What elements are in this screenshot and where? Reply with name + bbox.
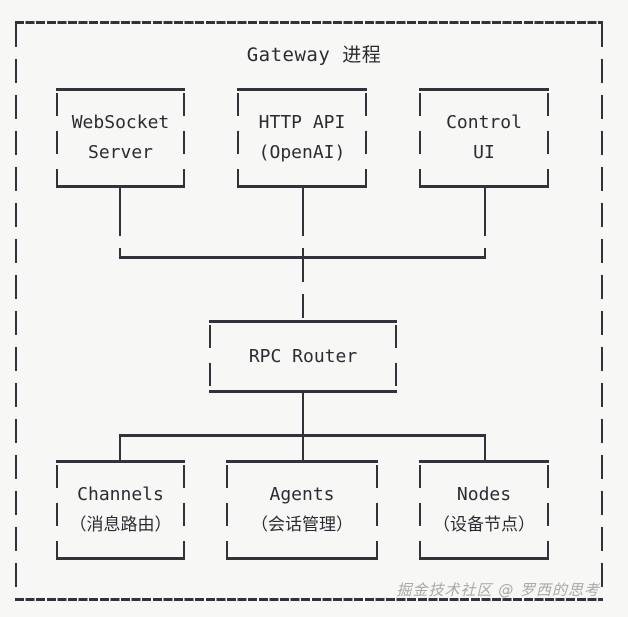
node-border-left	[419, 460, 421, 560]
connector-core-bus	[119, 434, 486, 437]
node-border-bottom	[56, 557, 185, 560]
connector-bus-to-agents	[302, 436, 304, 460]
node-border-left	[209, 320, 211, 393]
node-border-bottom	[56, 185, 185, 188]
node-channels: Channels （消息路由）	[56, 460, 185, 560]
node-label-line: RPC Router	[248, 345, 358, 367]
connector-http-api-down-dashed	[302, 212, 304, 258]
node-border-right	[183, 88, 185, 188]
outer-box-bottom-border	[15, 598, 603, 601]
gateway-process-container	[15, 21, 603, 601]
connector-interface-bus	[119, 256, 486, 259]
node-border-left	[56, 88, 58, 188]
node-border-bottom	[226, 557, 378, 560]
connector-bus-to-channels	[119, 436, 121, 460]
node-border-top	[226, 460, 378, 463]
node-border-top	[237, 88, 367, 91]
node-border-top	[419, 460, 549, 463]
node-control-ui: Control UI	[419, 88, 549, 188]
node-label-group: Channels （消息路由）	[56, 460, 185, 560]
node-websocket-server: WebSocket Server	[56, 88, 185, 188]
node-label-line: Control	[446, 112, 522, 133]
node-border-bottom	[237, 185, 367, 188]
node-border-right	[183, 460, 185, 560]
node-border-bottom	[419, 185, 549, 188]
node-border-left	[237, 88, 239, 188]
node-border-left	[419, 88, 421, 188]
watermark: 掘金技术社区 @ 罗西的思考	[396, 581, 600, 599]
outer-box-top-border	[15, 21, 603, 24]
node-label-line: UI	[473, 142, 495, 163]
node-label-line: （消息路由）	[69, 515, 172, 535]
node-label-group: Agents （会话管理）	[226, 460, 378, 560]
connector-router-down	[302, 393, 304, 435]
connector-websocket-down	[119, 188, 121, 212]
node-label-group: Control UI	[419, 88, 549, 188]
outer-box-right-border	[601, 23, 603, 599]
node-border-left	[56, 460, 58, 560]
connector-control-ui-down-dashed	[484, 212, 486, 258]
node-label-group: Nodes （设备节点）	[419, 460, 549, 560]
diagram-title: Gateway 进程	[246, 44, 382, 66]
node-label-group: RPC Router	[209, 320, 397, 393]
node-border-top	[209, 320, 397, 323]
connector-http-api-down	[302, 188, 304, 212]
node-nodes: Nodes （设备节点）	[419, 460, 549, 560]
node-border-right	[395, 320, 397, 393]
node-label-line: (OpenAI)	[258, 142, 346, 163]
node-label-line: HTTP API	[258, 112, 346, 133]
node-border-bottom	[419, 557, 549, 560]
node-http-api: HTTP API (OpenAI)	[237, 88, 367, 188]
node-label-line: WebSocket	[71, 112, 170, 133]
node-label-line: Server	[87, 142, 154, 163]
node-rpc-router: RPC Router	[209, 320, 397, 393]
node-border-top	[56, 88, 185, 91]
node-label-group: WebSocket Server	[56, 88, 185, 188]
node-label-line: （设备节点）	[433, 515, 535, 535]
node-label-line: Agents	[269, 484, 335, 505]
node-border-top	[56, 460, 185, 463]
outer-box-left-border	[15, 23, 17, 599]
connector-websocket-down-dashed	[119, 212, 121, 258]
node-agents: Agents （会话管理）	[226, 460, 378, 560]
node-border-top	[419, 88, 549, 91]
node-label-line: Nodes	[456, 484, 512, 505]
connector-bus-to-nodes	[484, 436, 486, 460]
node-label-group: HTTP API (OpenAI)	[237, 88, 367, 188]
connector-bus-to-router	[302, 258, 304, 320]
node-label-line: Channels	[77, 484, 164, 505]
node-label-line: （会话管理）	[251, 515, 353, 535]
node-border-right	[547, 460, 549, 560]
connector-control-ui-down	[484, 188, 486, 212]
node-border-right	[365, 88, 367, 188]
node-border-right	[376, 460, 378, 560]
node-border-left	[226, 460, 228, 560]
node-border-right	[547, 88, 549, 188]
node-border-bottom	[209, 390, 397, 393]
